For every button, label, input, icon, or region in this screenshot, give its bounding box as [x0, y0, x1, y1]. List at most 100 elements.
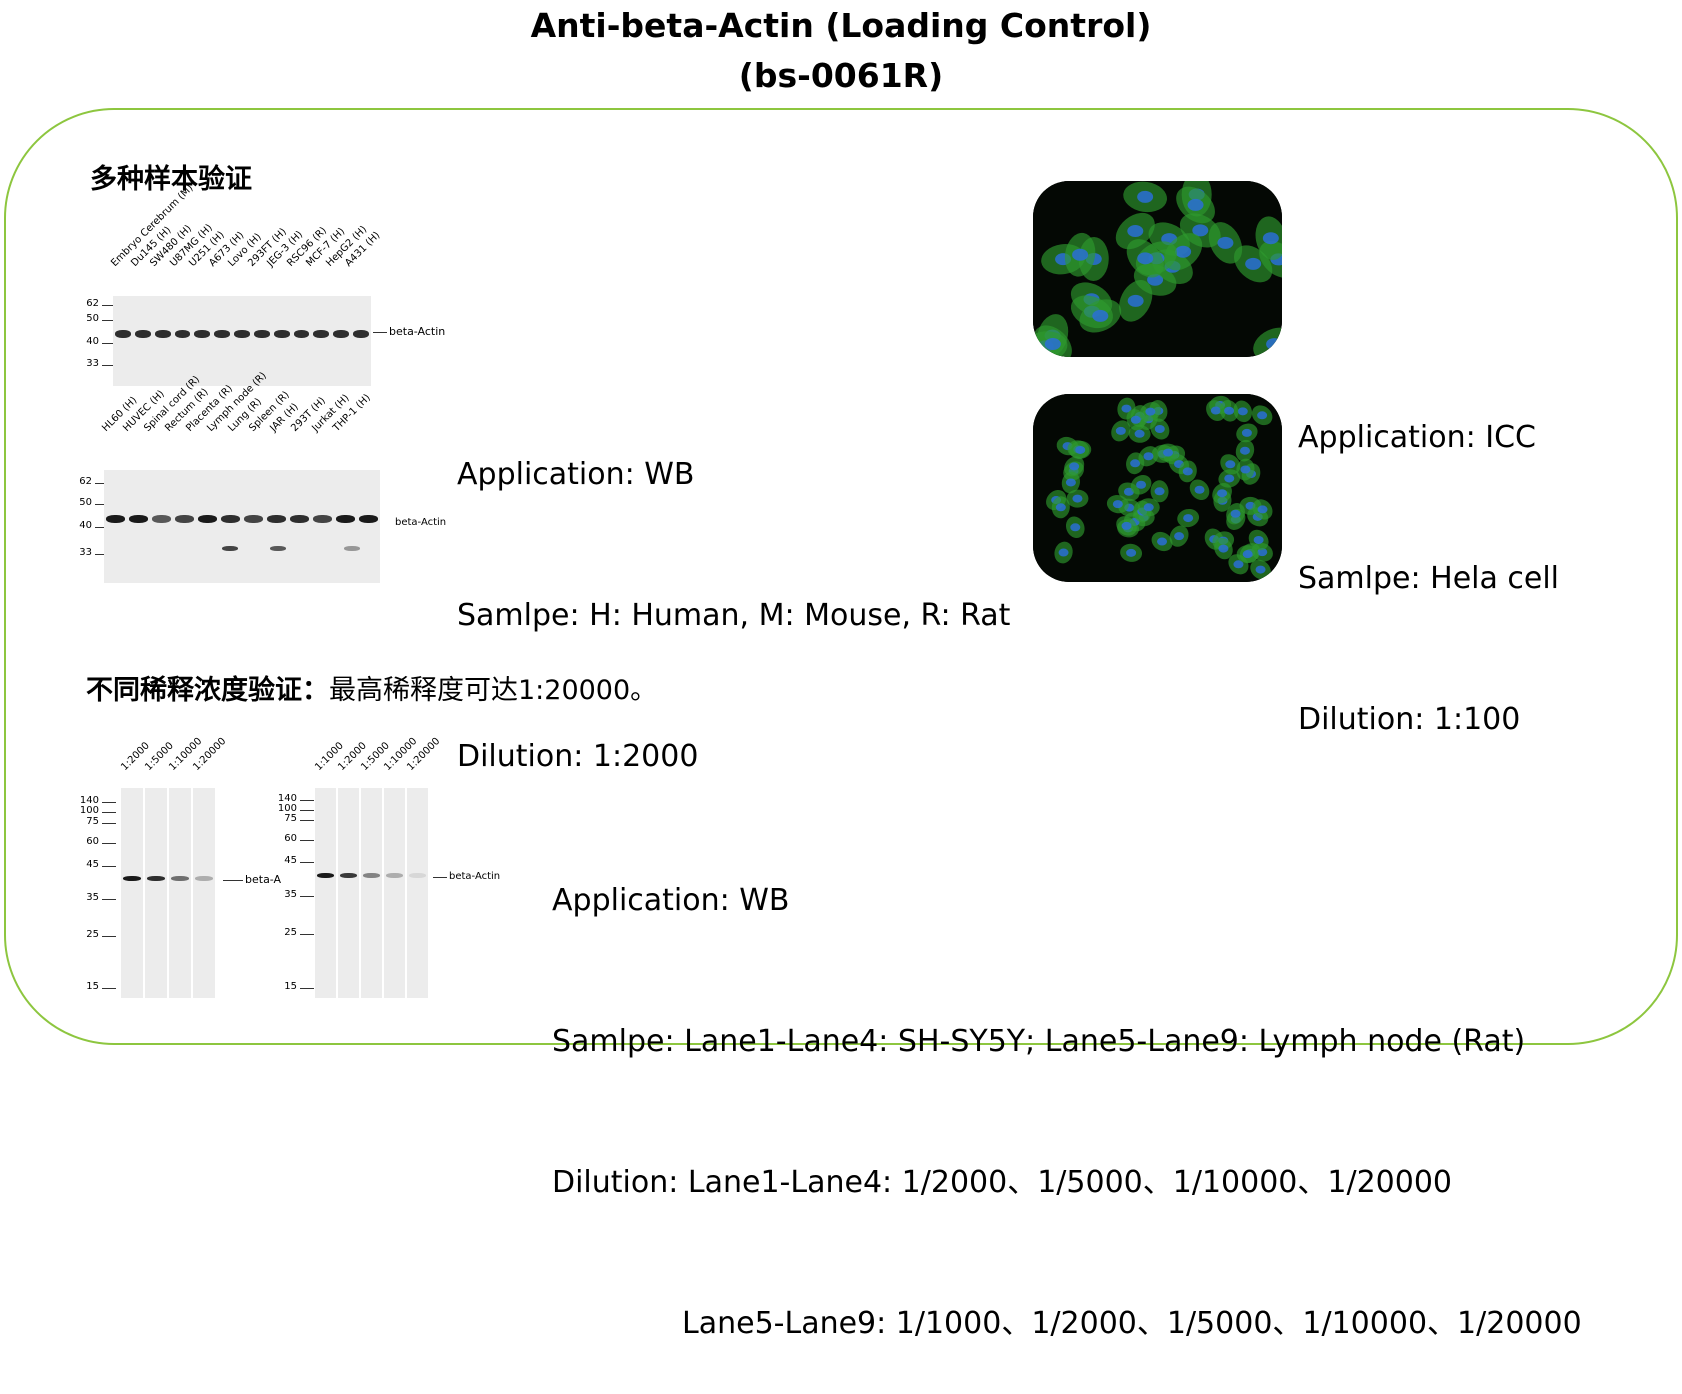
- mw-tick: [102, 823, 116, 824]
- blot2-band-label: beta-Actin: [395, 517, 447, 528]
- wb2-sample: Samlpe: Lane1-Lane4: SH-SY5Y; Lane5-Lane…: [552, 1024, 1526, 1059]
- nucleus-stain: [1126, 548, 1137, 557]
- icc-application: Application: ICC: [1298, 420, 1537, 455]
- nucleus-stain: [1134, 429, 1145, 438]
- nucleus-stain: [1154, 487, 1165, 496]
- section2-heading-normal: 最高稀释度可达1:20000。: [329, 675, 658, 706]
- blot1-band-label: beta-Actin: [389, 325, 446, 338]
- nucleus-stain: [1154, 425, 1165, 434]
- protein-band: [336, 515, 355, 523]
- protein-band: [123, 876, 141, 881]
- mw-tick: [102, 843, 116, 844]
- mw-tick: [102, 802, 116, 803]
- nucleus-stain: [1174, 532, 1185, 541]
- mw-marker-label: 40: [79, 520, 92, 531]
- protein-band: [409, 873, 426, 878]
- nucleus-stain: [1137, 190, 1154, 203]
- protein-band: [340, 873, 357, 878]
- nucleus-stain: [1192, 224, 1209, 237]
- mw-marker-label: 62: [79, 476, 92, 487]
- protein-band: [359, 515, 378, 523]
- blot3-band-label: beta-A: [245, 873, 282, 886]
- protein-band: [106, 515, 125, 523]
- nucleus-stain: [1242, 550, 1253, 559]
- mw-tick: [102, 866, 116, 867]
- nucleus-stain: [1182, 467, 1193, 476]
- nucleus-stain: [1157, 537, 1168, 546]
- protein-band: [152, 515, 171, 523]
- nucleus-stain: [1115, 426, 1126, 435]
- mw-tick: [300, 820, 314, 821]
- section2-heading: 不同稀释浓度验证：最高稀释度可达1:20000。: [86, 668, 657, 707]
- blot4-label-line: [433, 877, 447, 878]
- nucleus-stain: [1127, 225, 1144, 238]
- lower-band: [344, 546, 360, 551]
- nucleus-stain: [1137, 252, 1154, 265]
- mw-marker-label: 45: [86, 859, 99, 870]
- protein-band: [290, 515, 309, 523]
- nucleus-stain: [1237, 407, 1248, 416]
- nucleus-stain: [1230, 509, 1241, 518]
- nucleus-stain: [1225, 460, 1236, 469]
- icc-sample: Samlpe: Hela cell: [1298, 561, 1560, 596]
- mw-tick: [300, 810, 314, 811]
- protein-band: [194, 330, 211, 338]
- nucleus-stain: [1072, 494, 1083, 503]
- protein-band: [214, 330, 231, 338]
- protein-band: [234, 330, 250, 338]
- protein-band: [198, 515, 217, 523]
- mw-tick: [95, 527, 109, 528]
- nucleus-stain: [1175, 245, 1192, 258]
- icc-dilution: Dilution: 1:100: [1298, 702, 1521, 737]
- lower-band: [222, 546, 238, 551]
- wb-info-block: Application: WB Samlpe: H: Human, M: Mou…: [457, 357, 1010, 827]
- mw-tick: [102, 365, 116, 366]
- nucleus-stain: [1121, 404, 1132, 413]
- western-blot-1: Embryo Cerebrum (M)Du145 (H)SW480 (H)U87…: [75, 183, 455, 390]
- nucleus-stain: [1245, 257, 1262, 270]
- protein-band: [147, 876, 165, 881]
- section2-heading-bold: 不同稀释浓度验证：: [86, 675, 329, 706]
- mw-marker-label: 100: [277, 803, 297, 814]
- mw-tick: [102, 988, 116, 989]
- nucleus-stain: [1069, 462, 1080, 471]
- mw-tick: [300, 896, 314, 897]
- lane-strip: [338, 788, 359, 998]
- nucleus-stain: [1257, 548, 1268, 557]
- mw-marker-label: 50: [86, 313, 99, 324]
- mw-tick: [102, 305, 116, 306]
- mw-marker-label: 35: [86, 892, 99, 903]
- mw-tick: [95, 504, 109, 505]
- nucleus-stain: [1183, 514, 1194, 523]
- mw-tick: [102, 936, 116, 937]
- nucleus-stain: [1217, 489, 1228, 498]
- lane-strip: [121, 788, 143, 998]
- protein-band: [195, 876, 213, 881]
- blot3-membrane: [121, 788, 219, 998]
- protein-band: [129, 515, 148, 523]
- protein-band: [363, 873, 380, 878]
- nucleus-stain: [1112, 500, 1123, 509]
- protein-band: [313, 330, 330, 338]
- nucleus-stain: [1218, 544, 1229, 553]
- lane-strip: [407, 788, 428, 998]
- nucleus-stain: [1194, 485, 1205, 494]
- protein-band: [244, 515, 263, 523]
- nucleus-stain: [1136, 480, 1147, 489]
- nucleus-stain: [1241, 428, 1252, 437]
- mw-tick: [300, 862, 314, 863]
- mw-marker-label: 25: [284, 927, 297, 938]
- nucleus-stain: [1255, 565, 1266, 574]
- protein-band: [273, 330, 290, 338]
- nucleus-stain: [1121, 521, 1132, 530]
- wb2-application: Application: WB: [552, 883, 790, 918]
- lane-strip: [193, 788, 215, 998]
- nucleus-stain: [1130, 415, 1141, 424]
- protein-band: [386, 873, 403, 878]
- mw-tick: [300, 840, 314, 841]
- mw-marker-label: 62: [86, 298, 99, 309]
- nucleus-stain: [1044, 338, 1061, 351]
- mw-tick: [95, 554, 109, 555]
- nucleus-stain: [1143, 503, 1154, 512]
- nucleus-stain: [1072, 248, 1089, 261]
